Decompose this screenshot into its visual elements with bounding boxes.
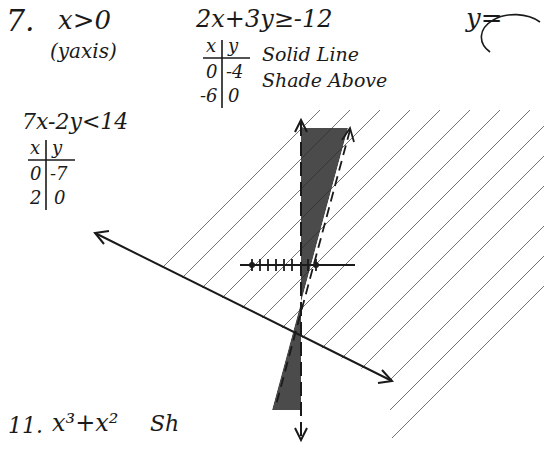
equation: y= — [466, 4, 502, 33]
note: Sh — [150, 412, 179, 436]
inequality: 7x-2y<14 — [22, 110, 128, 134]
table-cell: -7 — [50, 164, 68, 184]
table-cell: 0 — [30, 164, 41, 184]
inequality: 2x+3y≥-12 — [196, 6, 333, 32]
table-header: x — [30, 138, 40, 158]
x-axis — [240, 259, 355, 271]
table-cell: -6 — [200, 86, 218, 106]
table-header: x — [206, 36, 216, 56]
table-cell: 0 — [228, 86, 239, 106]
hatching — [100, 110, 544, 440]
note: (yaxis) — [50, 40, 117, 62]
note: Shade Above — [262, 70, 387, 91]
table-cell: -4 — [226, 62, 244, 82]
table-cell: 0 — [54, 188, 65, 208]
boundary-line-dashed — [276, 130, 350, 405]
y-axis — [300, 122, 302, 440]
table-header: y — [52, 138, 62, 158]
boundary-line — [95, 233, 392, 381]
table-cell: 0 — [206, 62, 217, 82]
table-cell: 2 — [30, 188, 41, 208]
problem-number: 7. — [6, 4, 35, 37]
problem-number: 11. — [8, 414, 43, 438]
solution-region — [272, 128, 348, 410]
inequality: x>0 — [58, 6, 111, 35]
expression: x³+x² — [52, 410, 118, 436]
note: Solid Line — [262, 44, 359, 65]
table-header: y — [228, 36, 238, 56]
